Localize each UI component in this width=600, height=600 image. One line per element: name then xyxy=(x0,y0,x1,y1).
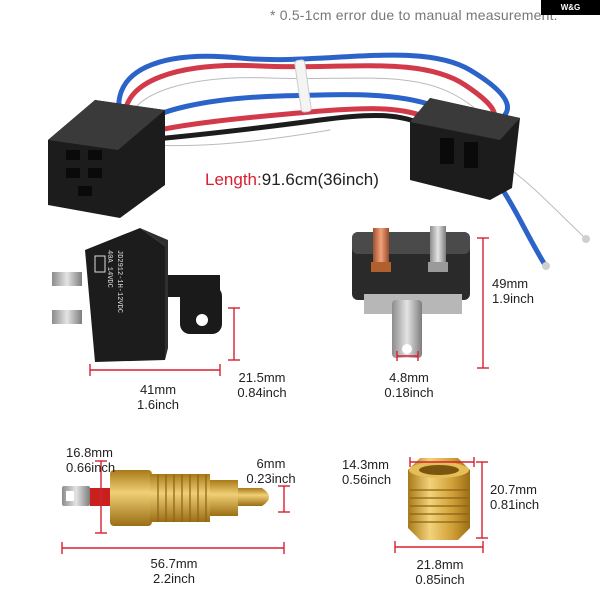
brass-adapter xyxy=(408,458,470,540)
breaker-tab-mm: 4.8mm xyxy=(389,370,429,385)
relay-width-mm: 41mm xyxy=(139,382,177,397)
relay-rating: 40A 14VDC xyxy=(105,250,113,288)
breaker-tab-dimension: 4.8mm 0.18inch xyxy=(374,370,444,400)
relay-width-inch: 1.6inch xyxy=(137,397,179,412)
sensor-diameter-dimension: 16.8mm 0.66inch xyxy=(66,445,115,475)
relay-height-inch: 0.84inch xyxy=(237,385,287,400)
adapter-width-mm: 21.8mm xyxy=(416,557,464,572)
adapter-height-mm: 20.7mm xyxy=(490,482,537,497)
adapter-inner-mm: 14.3mm xyxy=(342,457,389,472)
adapter-height-inch: 0.81inch xyxy=(490,497,540,512)
breaker-tab-inch: 0.18inch xyxy=(384,385,434,400)
relay-height-mm: 21.5mm xyxy=(238,370,286,385)
relay-height-dimension: 21.5mm 0.84inch xyxy=(228,370,296,400)
length-label: Length: xyxy=(205,170,262,189)
sensor-length-dimension: 56.7mm 2.2inch xyxy=(134,556,214,586)
sensor-length-mm: 56.7mm xyxy=(150,556,198,571)
adapter-inner-dimension: 14.3mm 0.56inch xyxy=(342,457,391,487)
adapter-height-dimension: 20.7mm 0.81inch xyxy=(490,482,539,512)
relay: JD2912-1H-12VDC 40A 14VDC xyxy=(52,228,222,362)
relay-socket xyxy=(48,100,165,218)
adapter-width-inch: 0.85inch xyxy=(415,572,465,587)
temperature-sensor xyxy=(62,470,269,526)
sensor-tip-dimension: 6mm 0.23inch xyxy=(238,456,304,486)
sensor-tip-mm: 6mm xyxy=(256,456,286,471)
relay-width-dimension: 41mm 1.6inch xyxy=(118,382,198,412)
relay-part-number: JD2912-1H-12VDC xyxy=(115,250,123,313)
breaker-height-dimension: 49mm 1.9inch xyxy=(492,276,534,306)
circuit-breaker xyxy=(352,226,470,358)
brand-logo: W&G xyxy=(541,0,600,15)
sensor-diameter-inch: 0.66inch xyxy=(66,460,116,475)
breaker-height-inch: 1.9inch xyxy=(492,291,534,306)
adapter-width-dimension: 21.8mm 0.85inch xyxy=(400,557,480,587)
dimension-lines xyxy=(61,237,489,554)
length-value: 91.6cm(36inch) xyxy=(261,170,379,189)
sensor-length-inch: 2.2inch xyxy=(153,571,195,586)
sensor-diameter-mm: 16.8mm xyxy=(66,445,113,460)
harness-length: Length:91.6cm(36inch) xyxy=(205,170,379,190)
sensor-tip-inch: 0.23inch xyxy=(246,471,296,486)
breaker-socket xyxy=(410,98,520,200)
breaker-height-mm: 49mm xyxy=(492,276,529,291)
adapter-inner-inch: 0.56inch xyxy=(342,472,392,487)
measurement-error-note: * 0.5-1cm error due to manual measuremen… xyxy=(270,7,558,23)
